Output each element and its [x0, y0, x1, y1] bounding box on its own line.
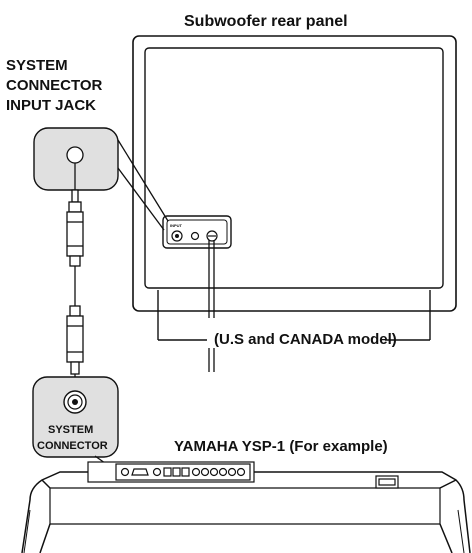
- connection-cable: [66, 163, 84, 388]
- ysp-display-window: [375, 475, 399, 489]
- ysp-connector-strip: [87, 461, 255, 483]
- system-connector-label-line2: CONNECTOR: [37, 440, 108, 452]
- subwoofer-rear-panel: [144, 47, 444, 289]
- input-jack-label-line2: CONNECTOR: [6, 77, 103, 94]
- callout-jack-hole: [66, 146, 84, 164]
- panel-input-tag: INPUT: [170, 223, 183, 228]
- system-connector-callout: [32, 376, 119, 458]
- ysp-unit: [21, 471, 471, 553]
- subwoofer-input-panel: INPUT: [162, 215, 232, 249]
- ysp-title: YAMAHA YSP-1 (For example): [174, 438, 388, 455]
- model-note: (U.S and CANADA model): [214, 331, 397, 348]
- callout-leader-lines: [117, 139, 169, 231]
- system-connector-label-line1: SYSTEM: [48, 424, 93, 436]
- panel-indicator: [190, 231, 200, 241]
- power-cable: [208, 240, 215, 372]
- input-jack-label-line3: INPUT JACK: [6, 97, 96, 114]
- subwoofer-title: Subwoofer rear panel: [184, 13, 348, 30]
- input-jack-label-line1: SYSTEM: [6, 57, 68, 74]
